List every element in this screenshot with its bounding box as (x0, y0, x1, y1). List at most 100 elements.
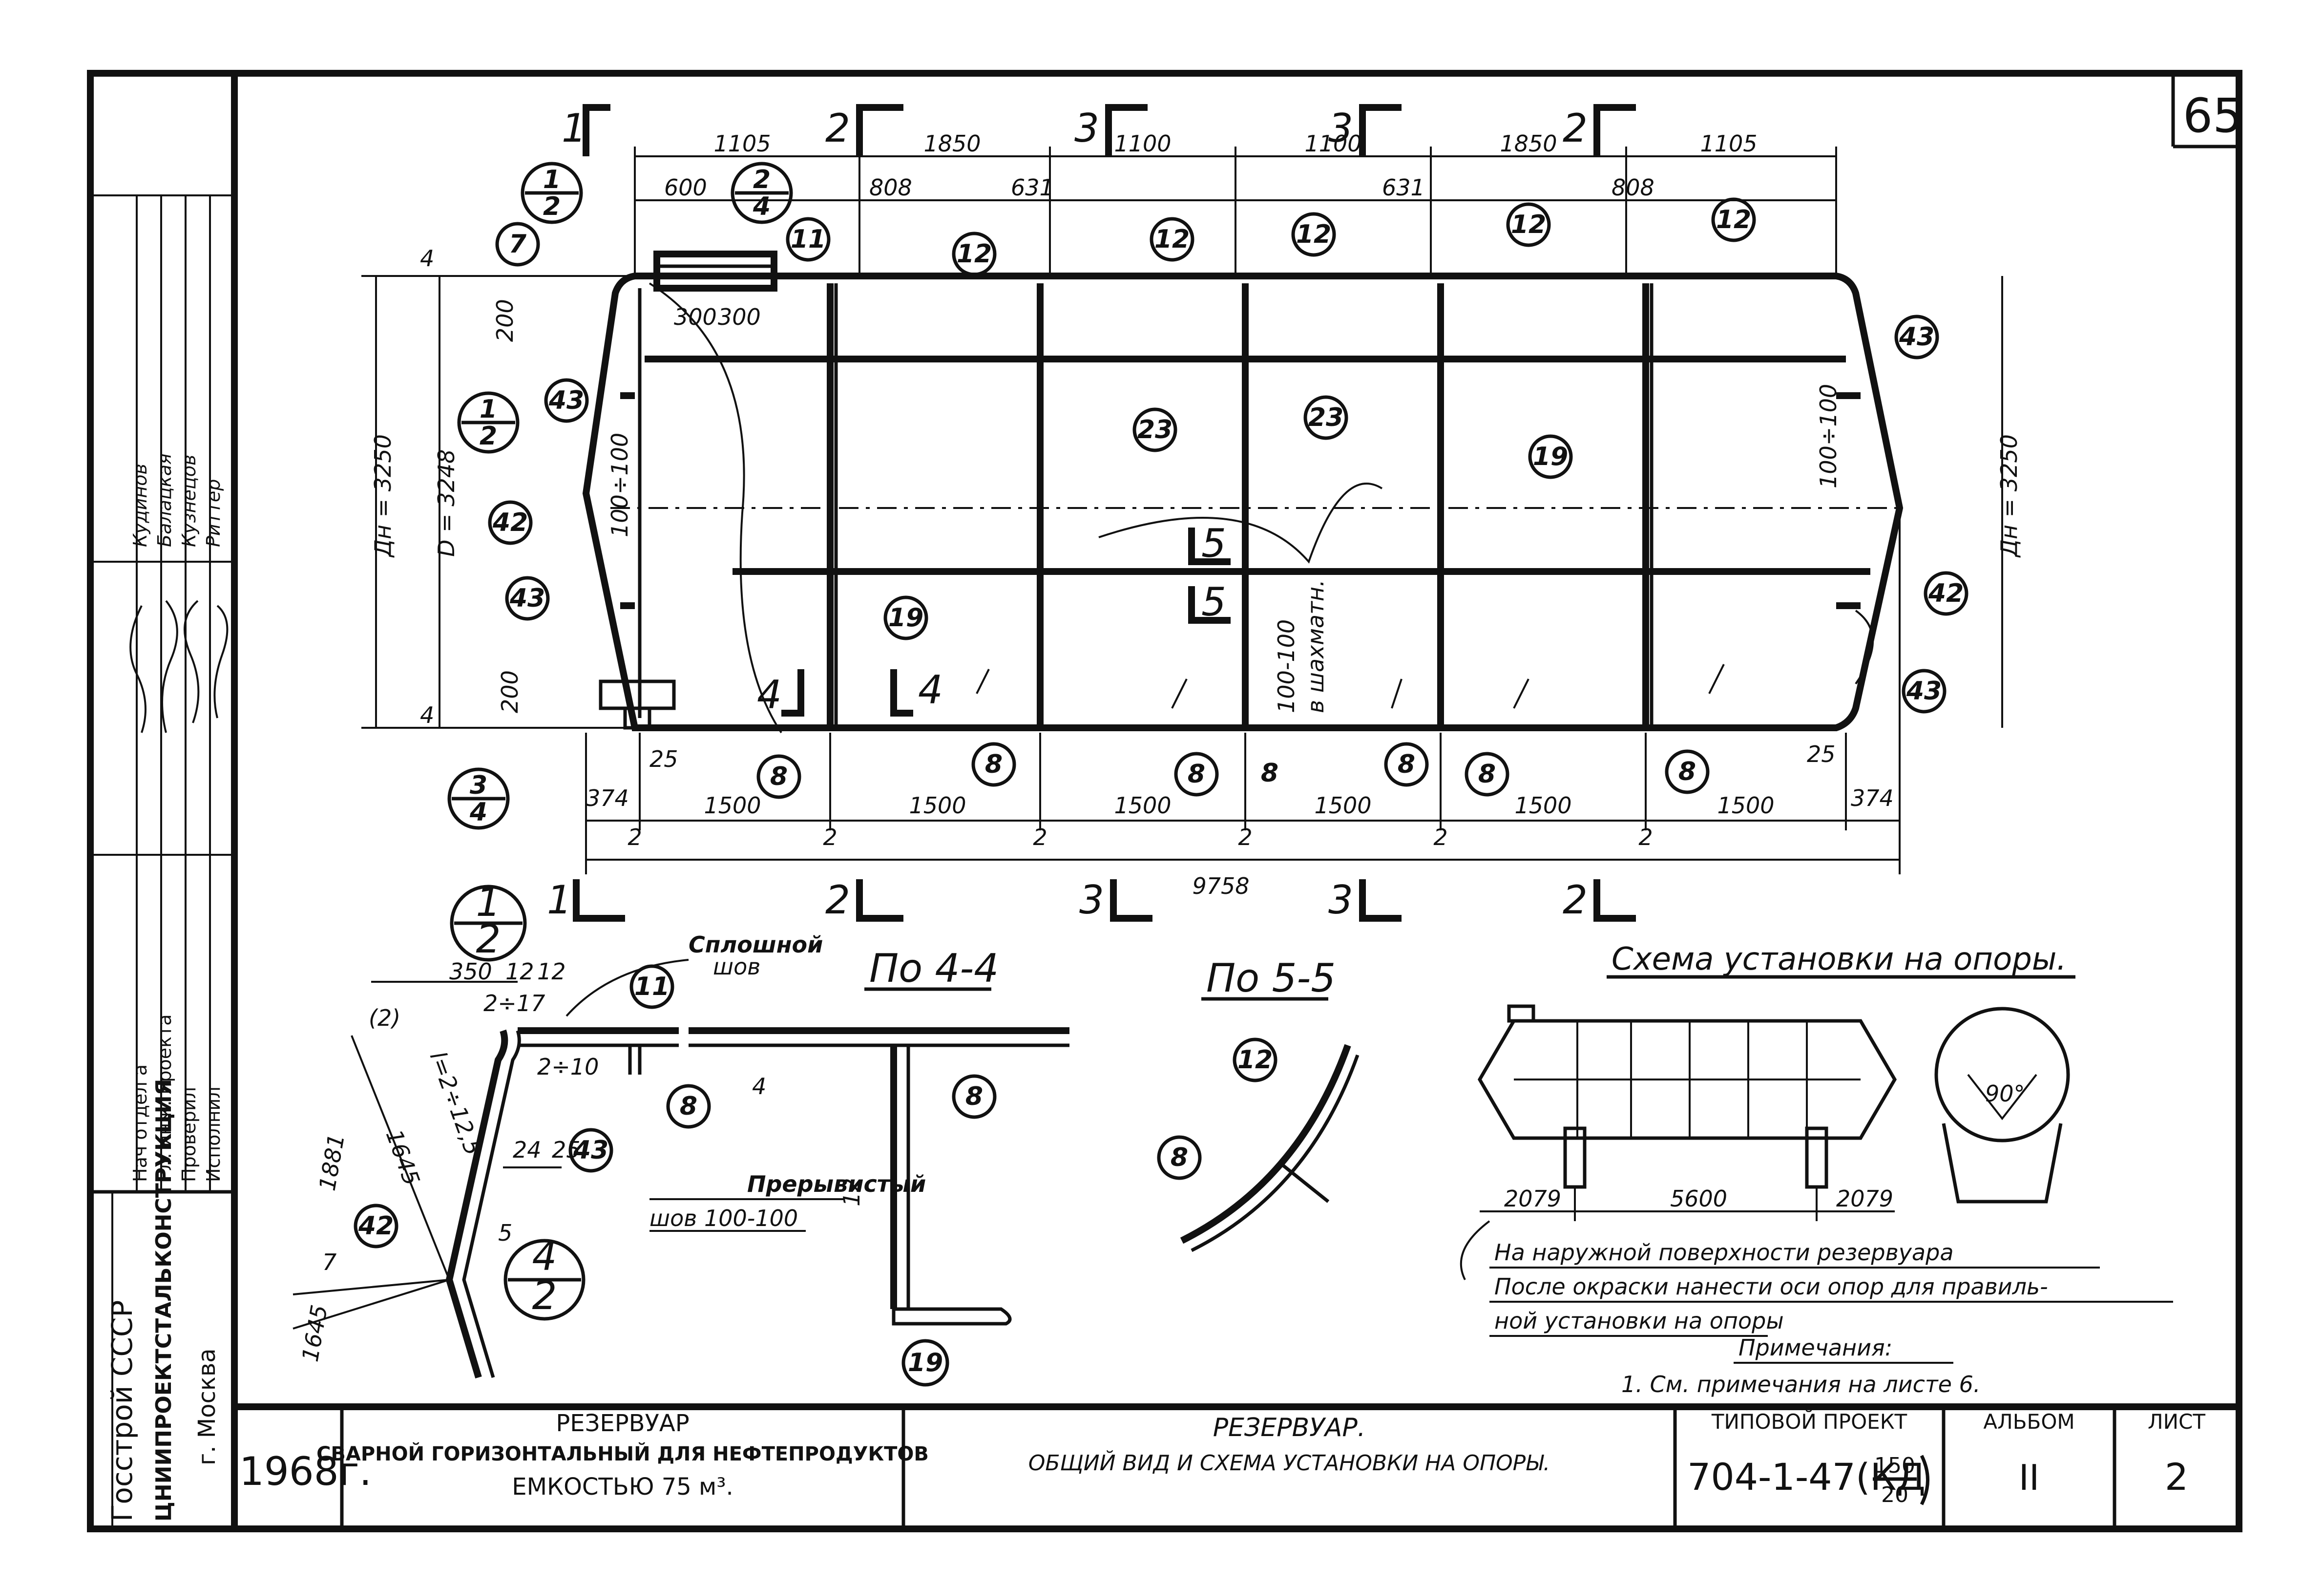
dim-12-b: 12 (537, 958, 566, 985)
sheet-label: ЛИСТ (2148, 1410, 2205, 1434)
svg-text:2: 2 (1563, 877, 1588, 923)
detail-bubble-42: 42 (354, 1204, 398, 1248)
svg-text:Гл. инж. проекта: Гл. инж. проекта (154, 1014, 175, 1182)
weld-intermittent-2: шов 100-100 (649, 1205, 798, 1231)
dim-5: 5 (498, 1220, 512, 1246)
scheme-dim-mid: 5600 (1670, 1185, 1727, 1212)
joint-marks: 2 2 2 2 2 2 (628, 824, 1653, 850)
dim-24: 24 (513, 1137, 542, 1163)
bubble-12: 12 (1291, 212, 1336, 257)
gap-25-left: 25 (649, 746, 678, 772)
signatures (129, 600, 229, 733)
bubble-12: 12 (1506, 202, 1551, 247)
ring-stiffeners (827, 283, 1654, 728)
bubble-8: 8 (1261, 759, 1278, 788)
svg-text:2: 2 (1563, 106, 1588, 151)
dim-1645-b: 1645 (297, 1303, 333, 1364)
svg-text:12: 12 (1716, 205, 1751, 234)
dim-top-5: 1850 (1500, 130, 1557, 157)
section-5-5-title: По 5-5 (1206, 955, 1336, 1001)
dim-bottom-1: 374 (586, 785, 629, 811)
dim-sub-5: 808 (1612, 174, 1654, 201)
object-title-1: РЕЗЕРВУАР (556, 1410, 689, 1437)
svg-text:г. Москва: г. Москва (193, 1348, 221, 1465)
left-dia-outer: Дн = 3250 (370, 434, 396, 558)
section-5-5: По 5-5 12 8 (1157, 955, 1360, 1252)
svg-text:2: 2 (753, 165, 771, 194)
sect44-bubble-19: 19 (901, 1339, 949, 1387)
bubble-23: 23 (1132, 407, 1177, 452)
dim-top-2: 1850 (923, 130, 981, 157)
scheme-tank (1477, 1019, 1897, 1140)
svg-text:1: 1 (480, 395, 497, 424)
dim-2-10: 2÷10 (537, 1054, 599, 1080)
svg-text:2: 2 (825, 106, 850, 151)
bubble-8: 8 (1465, 752, 1509, 797)
svg-text:8: 8 (770, 762, 788, 791)
detail-tag-3-4: 3 4 (447, 767, 510, 830)
scheme-title: Схема установки на опоры. (1612, 941, 2067, 977)
center-weld-note: в шахматн. (1302, 579, 1329, 713)
dim-sub-4: 631 (1382, 174, 1425, 201)
sect55-bubble-12: 12 (1233, 1037, 1277, 1082)
svg-text:Исполнил: Исполнил (203, 1086, 224, 1182)
scheme-dim-right: 2079 (1836, 1185, 1893, 1212)
svg-text:3: 3 (1328, 106, 1353, 151)
bubble-8: 8 (1174, 752, 1219, 797)
svg-text:8: 8 (985, 750, 1003, 779)
svg-text:3: 3 (1074, 106, 1099, 151)
dim-top-4: 1100 (1304, 130, 1361, 157)
project-frac-bot: 20 (1881, 1482, 1908, 1507)
bubble-8: 8 (1665, 749, 1710, 794)
cut-5-bottom: 5 (1201, 579, 1226, 625)
svg-text:2: 2 (628, 824, 642, 850)
svg-text:8: 8 (1261, 759, 1278, 788)
bubble-8: 8 (1384, 742, 1429, 787)
svg-text:43: 43 (1899, 322, 1934, 352)
bubble-43: 43 (505, 576, 550, 621)
section-cuts-top: 1 2 3 3 2 (562, 104, 1636, 156)
section-4-4: По 4-4 Прерывистый шов 100-100 4 12 8 8 … (649, 946, 1069, 1387)
year: 1968г. (239, 1449, 372, 1494)
bubble-19: 19 (1528, 434, 1573, 479)
gap-25-right: 25 (1807, 741, 1836, 767)
org-stamp: Госстрой СССР ЦНИИПРОЕКТСТАЛЬКОНСТРУКЦИЯ… (105, 1079, 221, 1522)
detail-tag-2-4: 2 4 (731, 162, 793, 224)
section-4-4-title: По 4-4 (869, 946, 999, 991)
scheme-note-2: После окраски нанести оси опор для прави… (1494, 1273, 2048, 1300)
dim-1645: 1645 (381, 1126, 425, 1188)
svg-text:4: 4 (532, 1234, 557, 1279)
svg-text:Нач отдел а: Нач отдел а (129, 1064, 151, 1182)
svg-text:8: 8 (1171, 1143, 1188, 1172)
position-bubbles: 12 12 12 12 12 11 7 43 42 43 43 42 43 23… (488, 197, 1968, 799)
bubble-11: 11 (786, 217, 831, 262)
dim-25: 25 (552, 1137, 581, 1163)
svg-text:42: 42 (492, 508, 528, 537)
detail-tag-1-2-side: 1 2 (457, 391, 520, 454)
section-cuts-bottom: 1 2 3 3 2 (547, 877, 1636, 923)
drawing-title-1: РЕЗЕРВУАР. (1213, 1413, 1366, 1442)
svg-text:43: 43 (1906, 677, 1942, 706)
svg-text:3: 3 (470, 771, 487, 800)
dim-bottom-7: 1500 (1717, 792, 1774, 819)
svg-text:19: 19 (888, 603, 923, 633)
detail-tag-1-2-top: 1 2 (521, 162, 583, 224)
bubble-43: 43 (1902, 669, 1947, 714)
title-block: 1968г. РЕЗЕРВУАР СВАРНОЙ ГОРИЗОНТАЛЬНЫЙ … (234, 1403, 2239, 1529)
svg-text:4: 4 (469, 798, 487, 827)
outer-frame (87, 70, 2242, 1532)
sect44-bubble-8: 8 (666, 1084, 711, 1129)
signers-names: Кудинов Балацкая Кузнецов Риттер (129, 453, 224, 547)
dim-12: 12 (838, 1178, 865, 1206)
detail-4-2-tag: 4 2 (503, 1234, 586, 1321)
detail-bubble-43: 43 (568, 1128, 613, 1173)
scheme-note-1: На наружной поверхности резервуара (1494, 1239, 1954, 1266)
left-dia-inner: D = 3248 (433, 449, 460, 557)
project-code: 704-1-47(КД (1687, 1455, 1926, 1499)
dim-bottom-4: 1500 (1114, 792, 1171, 819)
dim-200-bottom: 200 (497, 670, 523, 713)
signature-1 (129, 605, 147, 733)
detail-1-2: 1 2 4 2 350 12 12 24 25 1881 1645 1645 2… (293, 880, 823, 1379)
svg-text:12: 12 (1511, 210, 1546, 239)
